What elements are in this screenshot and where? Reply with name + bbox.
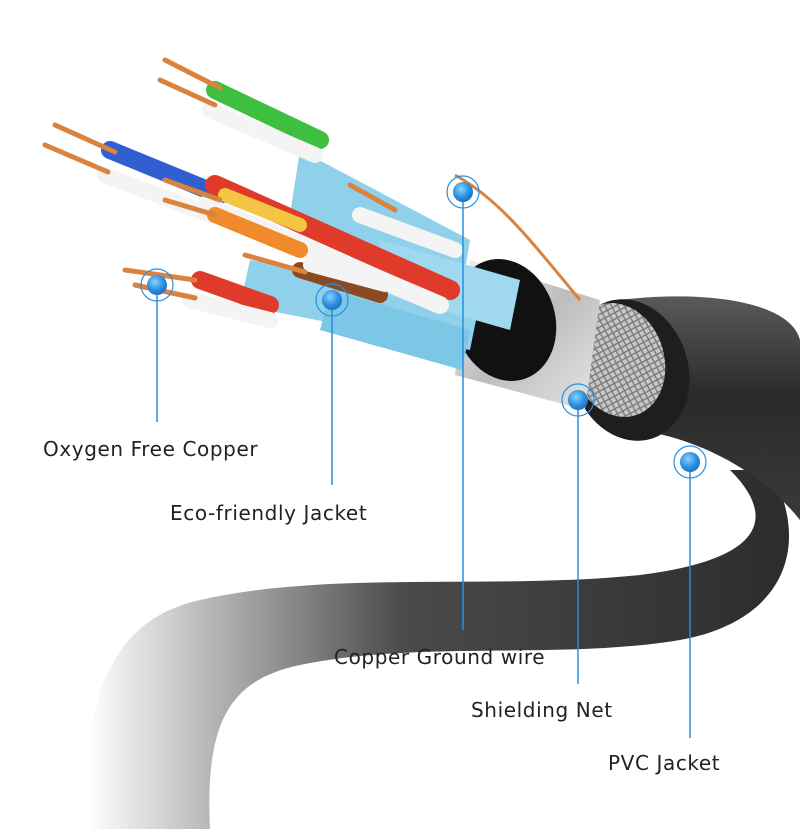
marker-copper-ground-wire (446, 175, 480, 209)
marker-eco-friendly-jacket (315, 283, 349, 317)
cable-loop (88, 470, 790, 829)
marker-shielding-net (561, 383, 595, 417)
label-pvc-jacket: PVC Jacket (608, 751, 721, 775)
pointer-lines (156, 192, 691, 738)
callout-markers (140, 175, 707, 479)
copper-tips (42, 57, 398, 301)
label-shielding-net: Shielding Net (471, 698, 613, 722)
marker-pvc-jacket (673, 445, 707, 479)
label-eco-friendly-jacket: Eco-friendly Jacket (170, 501, 368, 525)
marker-oxygen-free-copper (140, 268, 174, 302)
ground-wire (454, 173, 582, 301)
label-oxygen-free-copper: Oxygen Free Copper (43, 437, 259, 461)
label-copper-ground-wire: Copper Ground wire (334, 645, 546, 669)
conductors (97, 81, 463, 328)
